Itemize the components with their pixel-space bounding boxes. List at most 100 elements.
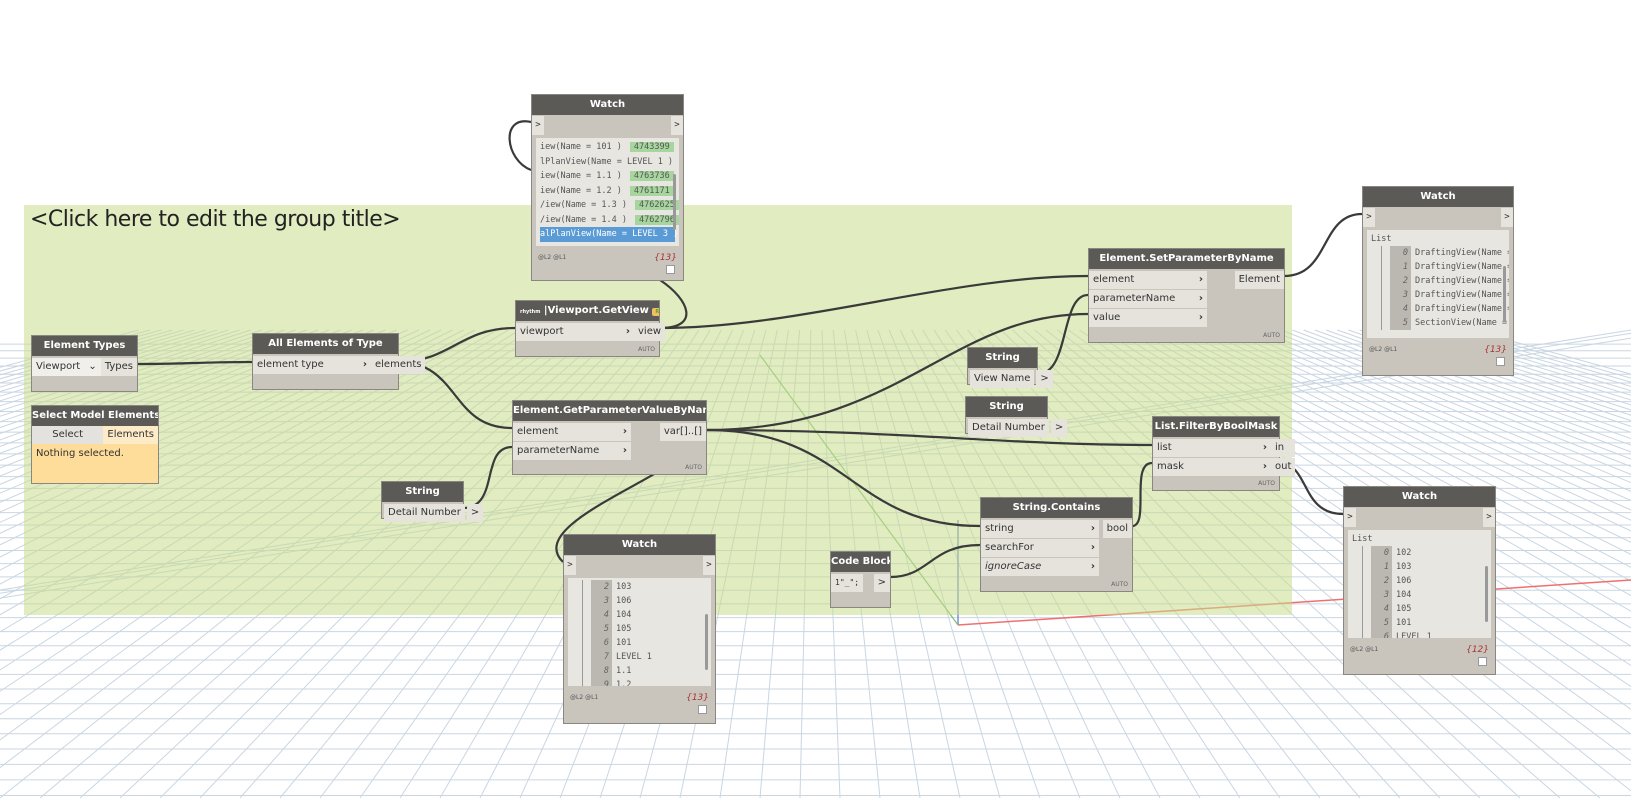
input-port-value[interactable]: value› [1089,309,1207,327]
inputs: element type › [253,356,371,374]
item-value: 101 [1396,618,1412,628]
scrollbar[interactable] [1485,566,1488,622]
item-index: 1 [1390,260,1411,274]
output-port-in[interactable]: in [1271,439,1296,457]
input-port-list[interactable]: list› [1153,439,1271,457]
checkbox[interactable] [666,265,675,274]
node-title: Element.SetParameterByName [1089,249,1284,269]
watch-row: /iew(Name = 1.3 )4762625 [540,198,679,213]
ports: element›parameterName›value› Element [1089,269,1284,327]
string-input[interactable]: Detail Number [968,419,1049,437]
port-label: element type [257,359,324,370]
select-button[interactable]: Select [32,426,104,444]
watch-row: alPlanView(Name = LEVEL 3 ) [540,227,678,242]
output-port-types[interactable]: Types [100,358,137,376]
inputs: viewport› [516,323,634,341]
input-port-mask[interactable]: mask› [1153,458,1271,476]
outputs: elements [371,356,426,374]
input-port[interactable]: > [1363,208,1375,227]
selection-status: Nothing selected. [36,448,124,459]
input-port-parameterName[interactable]: parameterName› [513,442,631,460]
output-port[interactable]: > [1501,208,1513,227]
item-count: {13} [686,692,709,703]
scrollbar[interactable] [673,174,676,230]
checkbox[interactable] [1478,657,1487,666]
element-id[interactable]: 4761171 [629,185,674,196]
output-port-view[interactable]: view [634,323,666,341]
ports: element type › elements [253,354,426,374]
checkbox[interactable] [698,705,707,714]
input-port-element[interactable]: element› [1089,271,1207,289]
output-port[interactable]: > [1050,419,1068,437]
input-port-parameterName[interactable]: parameterName› [1089,290,1207,308]
output-port-elements[interactable]: elements [371,356,426,374]
element-id[interactable]: 4763736 [629,171,674,181]
element-id[interactable]: 4762625 [635,200,679,210]
item-index: 7 [591,650,612,664]
input-port-searchFor[interactable]: searchFor› [981,539,1099,557]
input-port-viewport[interactable]: viewport› [516,323,634,341]
output-port-var[interactable]: var[]..[] [659,423,706,441]
row-text: iew(Name = 1.1 ) [540,171,622,181]
viewport-dropdown[interactable]: Viewport⌄ [32,358,101,376]
chevron-right-icon: › [362,359,367,370]
input-port-element[interactable]: element› [513,423,631,441]
chevron-right-icon: › [1198,293,1203,304]
output-port[interactable]: > [1483,508,1495,527]
input-port-elementtype[interactable]: element type › [253,356,371,374]
output-port[interactable]: > [1036,370,1053,388]
node-title: String [382,482,463,502]
output-port-elements[interactable]: Elements [103,426,158,444]
string-input[interactable]: Detail Number [384,504,465,522]
output-port-out[interactable]: out [1271,458,1296,476]
viewport-getview-node[interactable]: rhythm |Viewport.GetView Renamedviewport… [515,300,666,357]
output-port-bool[interactable]: bool [1102,520,1132,538]
output-port[interactable]: > [466,504,484,522]
code-editor[interactable]: 1 "_"; [831,574,864,592]
node-title: Watch [564,535,715,555]
watch-ports: >> [532,116,683,135]
watch-row: lPlanView(Name = LEVEL 1 ) [540,155,675,170]
output-port[interactable]: > [671,116,683,135]
input-port[interactable]: > [532,116,544,135]
checkbox[interactable] [1496,357,1505,366]
string-input[interactable]: View Name [970,370,1035,388]
input-port[interactable]: > [1344,508,1356,527]
node-title: Element Types [32,336,137,356]
input-port-string[interactable]: string› [981,520,1099,538]
ports: Detail Number> [382,502,484,524]
output-port[interactable]: > [873,574,890,592]
code-text: "_"; [839,578,860,587]
element-id[interactable]: 4743399 [629,142,674,152]
scrollbar[interactable] [705,614,708,670]
item-value: 105 [1396,604,1412,614]
element-id[interactable]: 4762796 [635,214,679,225]
group-title[interactable]: <Click here to edit the group title> [30,207,401,232]
output-port[interactable]: > [703,556,715,575]
input-port[interactable]: > [564,556,576,575]
output-port-Element[interactable]: Element [1234,271,1284,289]
scrollbar[interactable] [1503,266,1506,322]
input-port-ignoreCase[interactable]: ignoreCase› [981,558,1099,576]
